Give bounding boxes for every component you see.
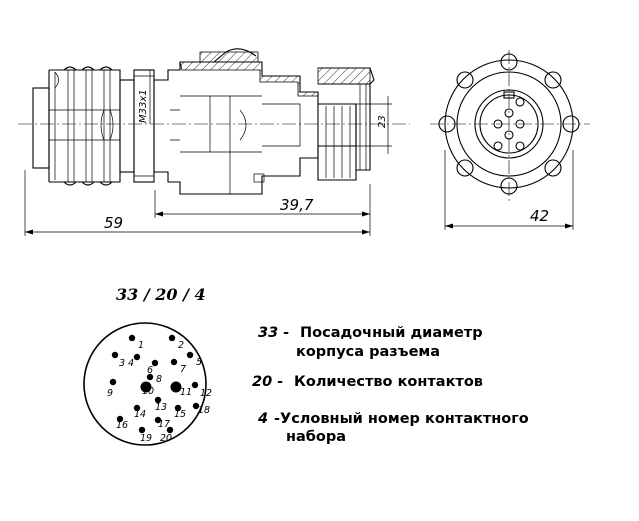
- legend-number-3: 4: [257, 411, 268, 427]
- pin-label-12: 12: [200, 388, 212, 399]
- pin-label-3: 3: [119, 358, 125, 369]
- front-pins: [493, 97, 525, 151]
- pin-label-2: 2: [178, 340, 184, 351]
- code-title: 33 / 20 / 4: [116, 285, 206, 304]
- pin-10: [140, 381, 152, 393]
- pin-label-6: 6: [147, 365, 153, 376]
- legend-number-2: 20 -: [252, 374, 283, 390]
- pin-3: [111, 351, 119, 359]
- pin-1: [128, 334, 136, 342]
- pin-13: [154, 396, 162, 404]
- pin-label-5: 5: [196, 357, 202, 368]
- legend-line-1b: корпуса разъема: [296, 344, 440, 360]
- pin-12: [191, 381, 199, 389]
- pin-14: [133, 404, 141, 412]
- dim-39-7: 39,7: [154, 184, 371, 218]
- coupling-nut: [32, 66, 121, 186]
- pin-9: [109, 378, 117, 386]
- pin-16: [116, 415, 124, 423]
- pin-label-18: 18: [198, 405, 210, 416]
- pin-label-1: 1: [138, 340, 144, 351]
- connector-body: [153, 48, 375, 195]
- pin-8: [146, 373, 154, 381]
- pin-label-7: 7: [180, 364, 186, 375]
- pin-label-19: 19: [140, 433, 152, 444]
- pin-label-4: 4: [128, 358, 134, 369]
- pin-label-20: 20: [160, 433, 172, 444]
- dim-23-label: 23: [377, 115, 388, 128]
- pin-label-8: 8: [156, 374, 162, 385]
- pin-4: [133, 353, 141, 361]
- thread-section: M33x1: [119, 69, 155, 183]
- pin-label-10: 10: [142, 386, 154, 397]
- pin-label-9: 9: [107, 388, 113, 399]
- front-view: 42: [430, 50, 590, 230]
- dim-59: 59: [24, 170, 371, 236]
- pin-18: [192, 402, 200, 410]
- dim-42-label: 42: [530, 207, 549, 225]
- pin-6: [151, 359, 159, 367]
- dim-23: 23: [356, 96, 392, 154]
- legend-line-1a: Посадочный диаметр: [300, 325, 483, 341]
- dim-39-7-label: 39,7: [280, 196, 314, 214]
- side-view: M33x1 23: [18, 48, 410, 236]
- pin-15: [174, 404, 182, 412]
- legend: 33 - Посадочный диаметр корпуса разъема …: [252, 325, 529, 445]
- dim-thread-label: M33x1: [138, 89, 149, 123]
- pin-label-16: 16: [116, 420, 128, 431]
- pin-20: [166, 426, 174, 434]
- legend-line-2a: Количество контактов: [294, 374, 483, 390]
- dim-59-label: 59: [104, 214, 123, 232]
- legend-line-3a: -Условный номер контактного: [274, 411, 529, 427]
- nut-scallops: [438, 53, 580, 195]
- pin-2: [168, 334, 176, 342]
- legend-number-1: 33 -: [258, 325, 289, 341]
- pin-19: [138, 426, 146, 434]
- pin-label-13: 13: [155, 402, 167, 413]
- pin-label-14: 14: [134, 409, 146, 420]
- pin-11: [170, 381, 182, 393]
- pin-5: [186, 351, 194, 359]
- pin-7: [170, 358, 178, 366]
- pin-label-11: 11: [180, 387, 192, 398]
- pin-17: [154, 416, 162, 424]
- legend-line-3b: набора: [286, 429, 346, 445]
- pin-label-15: 15: [174, 409, 186, 420]
- pin-label-17: 17: [158, 419, 170, 430]
